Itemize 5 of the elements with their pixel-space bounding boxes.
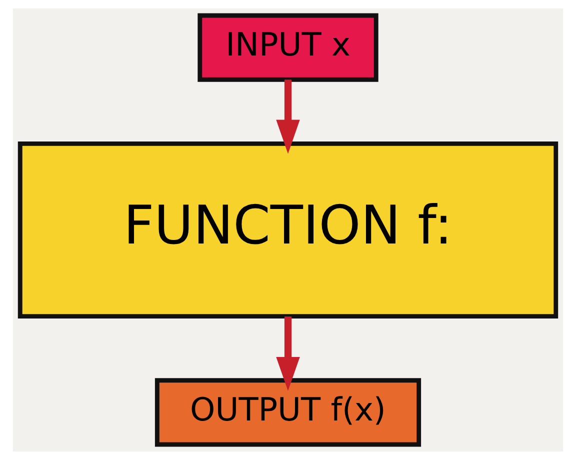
arrow [276,316,300,391]
node-box: FUNCTION f: [18,141,558,319]
node-box: INPUT x [198,13,378,82]
arrow [276,80,300,154]
node-box: OUTPUT f(x) [154,378,422,447]
